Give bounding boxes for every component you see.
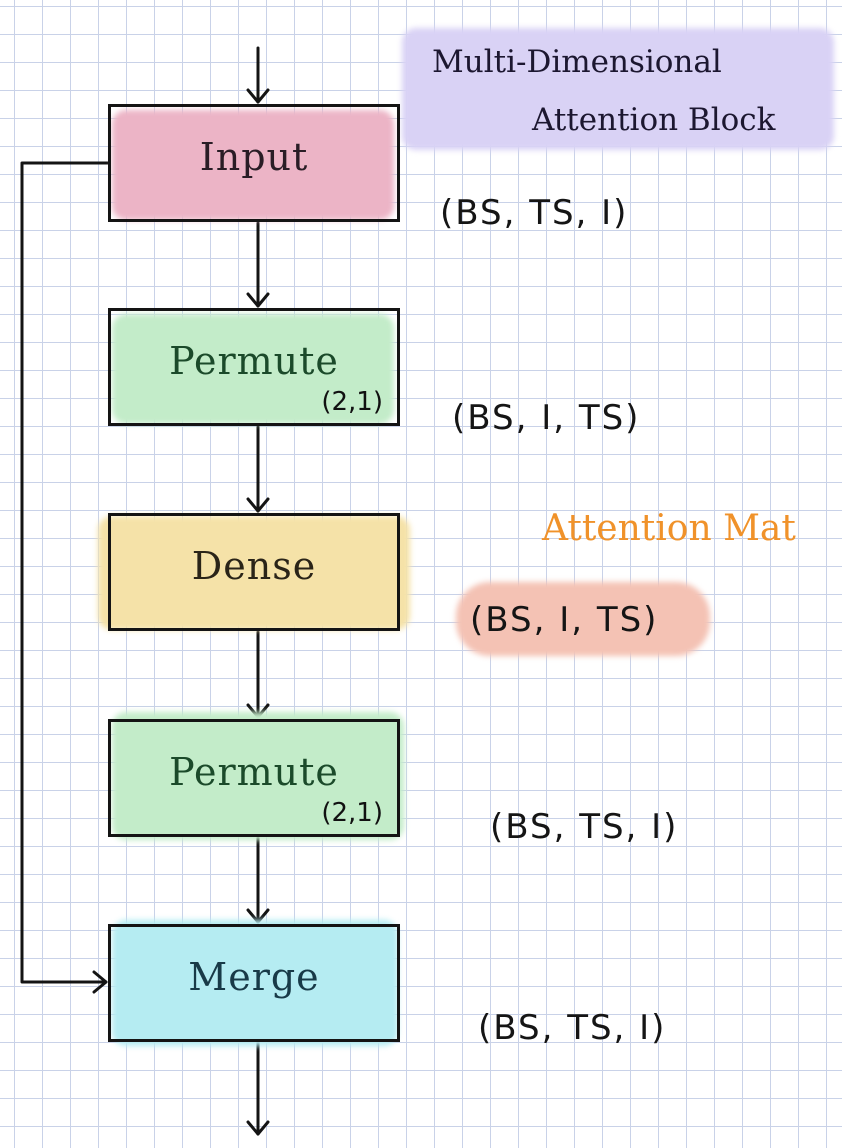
input-highlight — [112, 110, 394, 220]
node-input-label: Input — [199, 135, 309, 179]
node-merge: Merge — [108, 924, 400, 1042]
arrow-dense-to-permute-2 — [246, 630, 270, 719]
node-permute-1: Permute (2,1) — [108, 308, 400, 426]
shape-permute-1: (BS, I, TS) — [452, 398, 641, 438]
merge-highlight — [112, 920, 398, 1046]
node-permute-2-label: Permute — [169, 750, 339, 794]
arrow-permute-2-to-merge — [246, 836, 270, 924]
node-dense-label: Dense — [191, 544, 317, 588]
title-line-2: Attention Block — [532, 102, 776, 138]
arrow-start-to-input — [246, 46, 270, 104]
permute-2-highlight — [112, 712, 404, 840]
node-dense: Dense — [108, 513, 400, 631]
arrow-merge-to-output — [246, 1040, 270, 1136]
title-line-1: Multi-Dimensional — [432, 44, 722, 80]
node-permute-2-axes: (2,1) — [321, 798, 383, 828]
node-permute-1-label: Permute — [169, 339, 339, 383]
title-highlight — [402, 28, 834, 150]
shape-permute-2: (BS, TS, I) — [490, 807, 679, 847]
skip-connection-input-to-merge — [20, 161, 110, 994]
node-input: Input — [108, 104, 400, 222]
shape-input: (BS, TS, I) — [440, 193, 629, 233]
node-merge-label: Merge — [188, 955, 320, 999]
dense-highlight — [98, 516, 410, 630]
arrow-permute-1-to-dense — [246, 425, 270, 513]
node-permute-1-axes: (2,1) — [321, 387, 383, 417]
attention-shape-highlight — [456, 582, 710, 656]
node-permute-2: Permute (2,1) — [108, 719, 400, 837]
shape-dense: (BS, I, TS) — [470, 600, 659, 640]
attention-mat-note: Attention Mat — [542, 508, 796, 549]
shape-merge: (BS, TS, I) — [478, 1008, 667, 1048]
arrow-input-to-permute-1 — [246, 221, 270, 308]
permute-1-highlight — [112, 314, 394, 424]
